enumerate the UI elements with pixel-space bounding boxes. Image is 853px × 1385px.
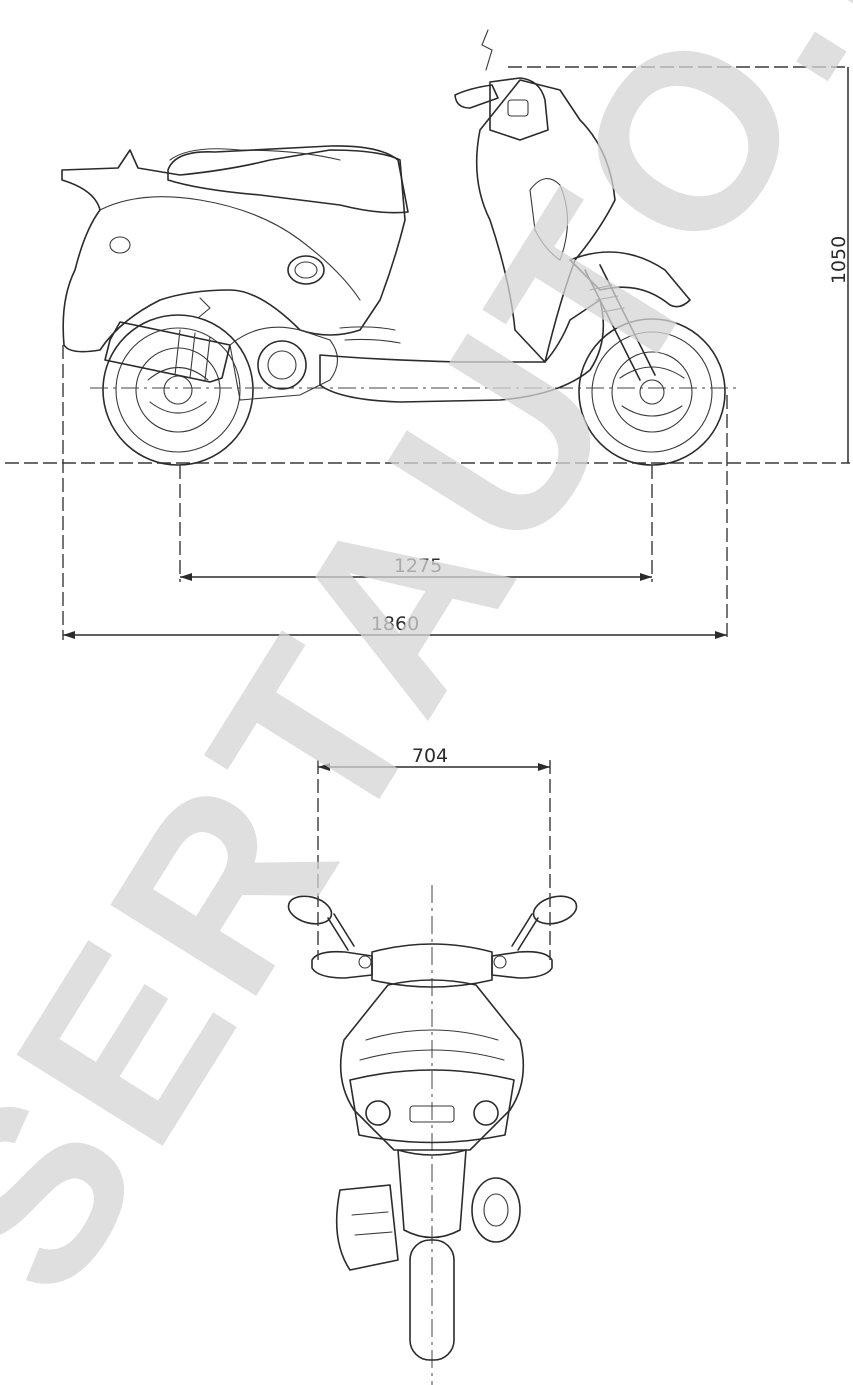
side-vents — [339, 326, 401, 344]
front-view-engine — [335, 1177, 521, 1271]
front-shield — [475, 79, 691, 363]
dimension-height: 1050 — [508, 66, 850, 463]
front-wheel — [578, 318, 726, 466]
side-view — [5, 29, 850, 466]
dimension-width: 704 — [317, 745, 551, 960]
length-label: 1860 — [371, 613, 419, 635]
mirrors — [287, 895, 578, 951]
dimension-wheelbase: 1275 — [179, 465, 653, 582]
height-label: 1050 — [828, 236, 850, 284]
front-view — [287, 885, 578, 1385]
front-view-wheel — [409, 1239, 455, 1361]
handlebar-assembly — [454, 29, 549, 141]
wheelbase-label: 1275 — [394, 555, 442, 577]
front-handlebar — [311, 943, 553, 988]
seat — [167, 145, 409, 214]
rear-wheel — [102, 314, 254, 466]
floorboard — [319, 299, 605, 403]
engine-exhaust — [104, 297, 339, 401]
rear-bodywork — [61, 148, 406, 353]
dimension-length: 1860 — [62, 345, 728, 640]
width-label: 704 — [412, 745, 448, 767]
fork-spring — [589, 284, 625, 313]
front-view-body — [339, 979, 525, 1239]
front-fork — [584, 264, 656, 381]
